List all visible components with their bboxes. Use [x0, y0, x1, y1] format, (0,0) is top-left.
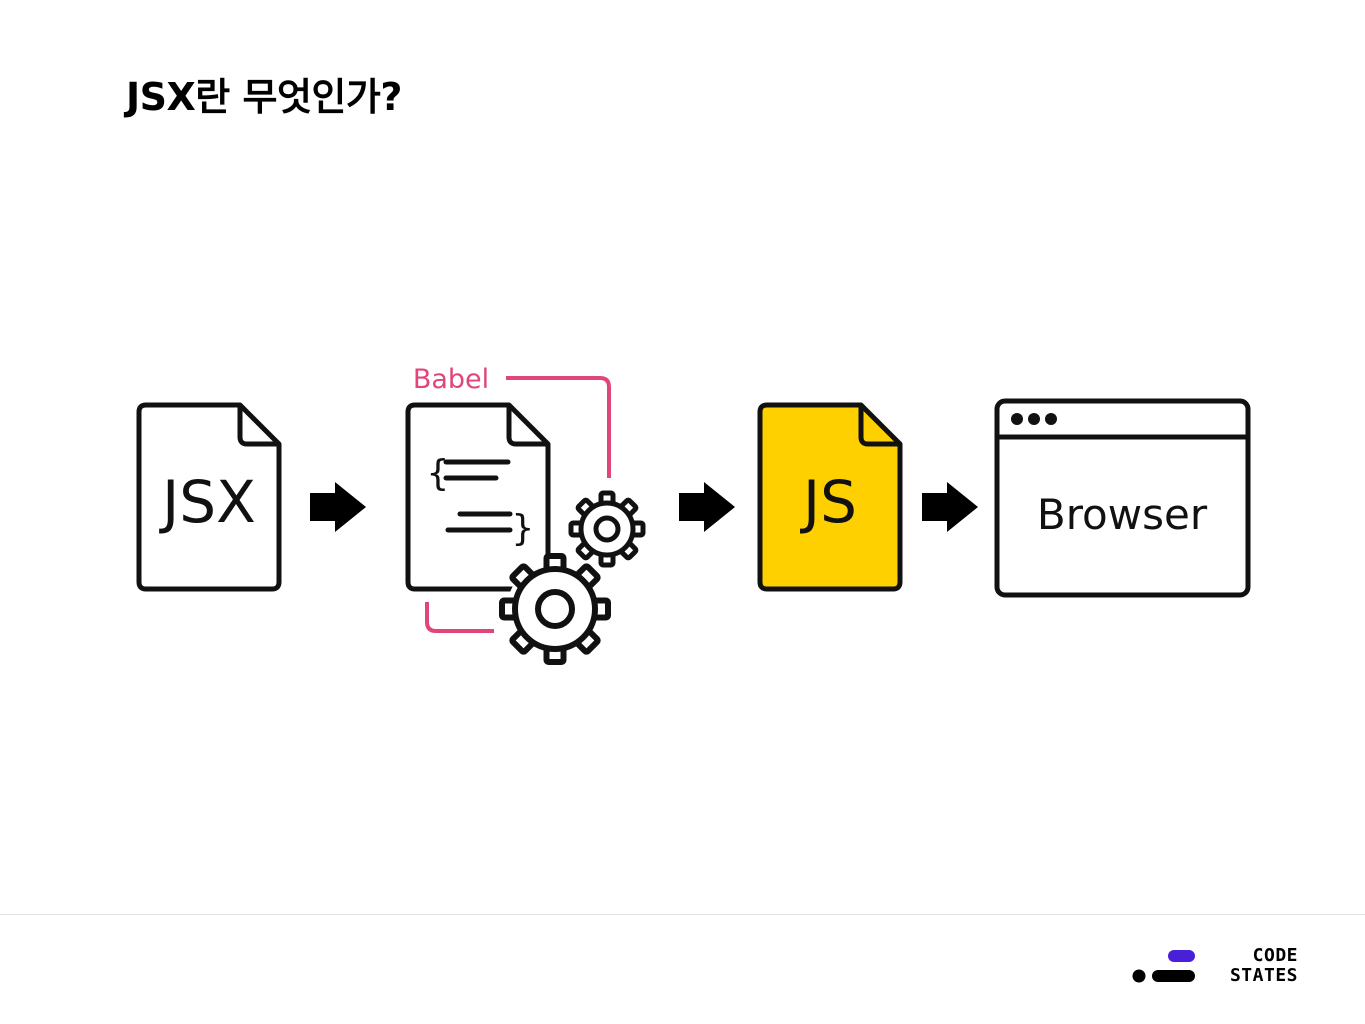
- jsx-file-icon: JSX: [136, 402, 282, 592]
- js-file-icon: JS: [757, 402, 903, 592]
- babel-document-icon: { }: [405, 402, 551, 592]
- jsx-label: JSX: [159, 468, 256, 536]
- gear-icon: [568, 490, 646, 568]
- logo-line-states: STATES: [1229, 965, 1298, 986]
- babel-bracket: Babel: [413, 364, 611, 633]
- logo-line-code: CODE: [1252, 945, 1298, 966]
- gear-icon: [499, 553, 611, 665]
- js-label: JS: [800, 468, 857, 536]
- page-title: JSX란 무엇인가?: [126, 75, 402, 119]
- code-brace-close: }: [512, 508, 534, 549]
- arrow-icon: [922, 482, 978, 532]
- arrow-icon: [310, 482, 366, 532]
- babel-label: Babel: [413, 364, 489, 395]
- logo-mark-icon: [1132, 950, 1195, 983]
- footer-divider: [0, 914, 1365, 915]
- code-brace-open: {: [427, 453, 449, 494]
- logo-wordmark: CODE STATES: [1230, 946, 1298, 986]
- arrow-icon: [679, 482, 735, 532]
- codestates-logo: CODE STATES: [1128, 944, 1298, 994]
- browser-window-icon: Browser: [994, 398, 1251, 598]
- browser-label: Browser: [1037, 490, 1208, 539]
